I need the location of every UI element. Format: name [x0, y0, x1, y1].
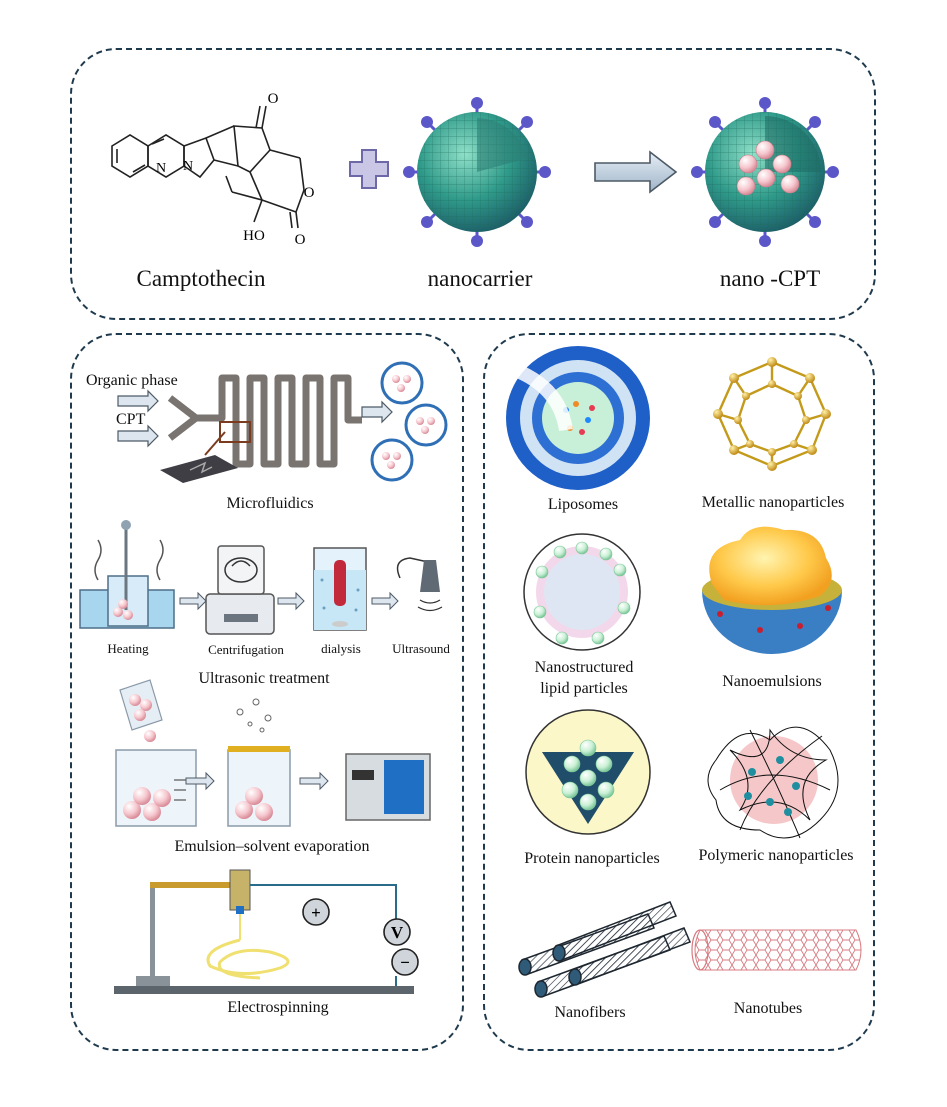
liposomes-label: Liposomes: [547, 496, 619, 513]
nanocarrier-label: nanocarrier: [427, 266, 533, 291]
ultrasonic-illustration: [79, 520, 443, 635]
nanotube-icon: [691, 929, 862, 971]
microfluidics-illustration: [117, 361, 448, 483]
methods-panel: [70, 333, 464, 1051]
carriers-panel: [483, 333, 875, 1051]
emulsion-label: Emulsion–solvent evaporation: [174, 838, 370, 855]
centrifugation-label: Centrifugation: [208, 642, 284, 657]
top-panel: [70, 48, 876, 320]
atom-o1: O: [268, 91, 279, 107]
polymeric-nanoparticle-icon: [707, 726, 839, 839]
voltage-label: V: [391, 923, 404, 942]
microfluidics-label: Microfluidics: [226, 495, 314, 512]
organic-phase-label: Organic phase: [86, 372, 178, 389]
polymeric-label: Polymeric nanoparticles: [698, 847, 854, 864]
metallic-nanoparticle-icon: [713, 357, 831, 471]
electrospinning-illustration: [114, 869, 419, 994]
ultrasound-label: Ultrasound: [392, 641, 450, 656]
dialysis-label: dialysis: [321, 641, 361, 656]
cpt-input-label: CPT: [116, 411, 146, 428]
nano-cpt-icon: [691, 97, 839, 247]
electrospinning-label: Electrospinning: [227, 999, 329, 1016]
nanofibers-label: Nanofibers: [554, 1004, 626, 1021]
protein-nanoparticle-icon: [525, 709, 651, 835]
atom-n2: N: [183, 159, 193, 174]
nlp-icon: [523, 533, 641, 651]
heating-label: Heating: [107, 641, 149, 656]
protein-label: Protein nanoparticles: [524, 850, 660, 867]
plus-icon: [349, 149, 389, 189]
liposome-icon: [506, 346, 650, 490]
atom-ho: HO: [243, 228, 265, 244]
atom-o2: O: [304, 185, 315, 201]
metallic-label: Metallic nanoparticles: [701, 494, 845, 511]
arrow-right-icon: [594, 150, 678, 194]
ultrasonic-treatment-label: Ultrasonic treatment: [198, 670, 330, 687]
camptothecin-label: Camptothecin: [136, 266, 266, 291]
nlp-label-line1: Nanostructured: [534, 659, 634, 676]
emulsion-illustration: [115, 679, 431, 827]
atom-o3: O: [295, 232, 306, 248]
nanoemulsions-label: Nanoemulsions: [722, 673, 822, 690]
nanofiber-icon: [518, 901, 691, 998]
camptothecin-structure: [111, 105, 305, 229]
minus-terminal-label: −: [400, 953, 410, 972]
nano-cpt-label: nano -CPT: [719, 266, 821, 291]
nlp-label-line2: lipid particles: [540, 680, 628, 697]
nanocarrier-icon: [403, 97, 551, 247]
nanoemulsion-icon: [702, 526, 842, 654]
atom-n1: N: [156, 161, 166, 176]
plus-terminal-label: +: [311, 903, 321, 922]
nanotubes-label: Nanotubes: [733, 1000, 803, 1017]
